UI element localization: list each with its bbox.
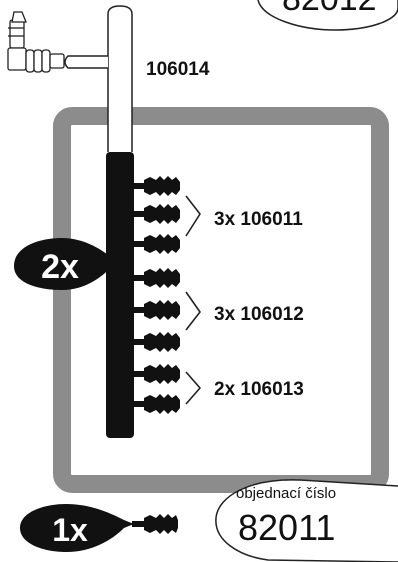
group-label-3: 2x 106013	[214, 379, 304, 400]
kit-frame	[53, 107, 389, 493]
plug-fitting-3	[134, 234, 180, 254]
single-quantity-badge: 1x	[20, 504, 134, 552]
plug-fitting-4	[134, 268, 180, 288]
brace-group-1	[185, 195, 201, 237]
side-branch	[64, 55, 108, 69]
group-label-1: 3x 106011	[214, 209, 303, 230]
group-braces	[185, 195, 201, 405]
plug-fitting-6	[134, 332, 180, 352]
top-part-number: 106014	[146, 59, 210, 80]
manifold-bar	[106, 152, 134, 438]
brace-group-2	[185, 291, 201, 331]
single-plug-fitting	[132, 514, 178, 534]
top-order-bubble: 82012	[257, 0, 398, 31]
plug-fitting-8	[134, 394, 180, 414]
plug-fitting-2	[134, 204, 180, 224]
brace-group-3	[185, 371, 201, 405]
tube-connector	[7, 11, 65, 73]
plug-fitting-7	[134, 364, 180, 384]
order-number: 82011	[238, 507, 335, 548]
group-label-2: 3x 106012	[214, 304, 304, 325]
top-order-number-fragment: 82012	[282, 0, 377, 18]
plug-fitting-1	[134, 176, 180, 196]
kit-multiplier: 2x	[41, 248, 79, 286]
upper-tube	[107, 5, 133, 152]
plug-fitting-5	[134, 300, 180, 320]
kit-quantity-badge: 2x	[14, 238, 116, 290]
order-number-bubble: objednací číslo 82011	[215, 479, 398, 562]
order-number-label: objednací číslo	[236, 485, 336, 502]
single-multiplier: 1x	[52, 512, 88, 548]
plug-fittings	[134, 176, 180, 414]
